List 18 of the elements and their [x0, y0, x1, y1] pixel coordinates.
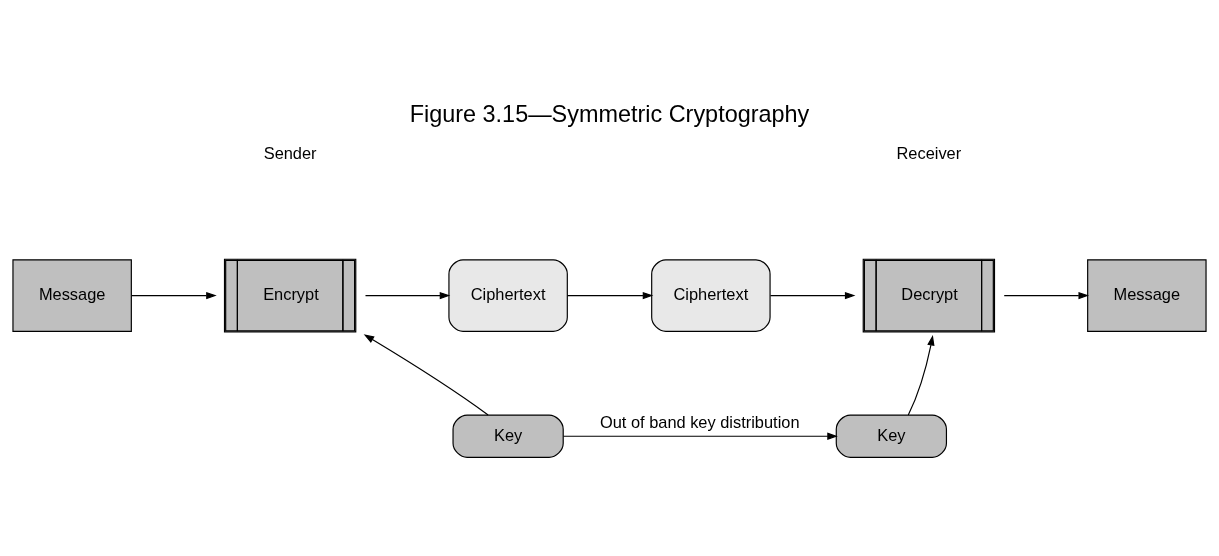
label: Sender: [263, 144, 317, 163]
node-box: Ciphertext: [448, 259, 568, 332]
arrow: [769, 291, 856, 300]
edge-label: Out of band key distribution: [599, 413, 800, 432]
arrow: [1003, 291, 1089, 300]
arrow: [364, 291, 451, 300]
arrow: [566, 291, 654, 300]
node-box: Message: [12, 259, 132, 332]
arrow: [131, 291, 217, 300]
node-box: Key: [452, 414, 564, 458]
label: Receiver: [896, 144, 962, 163]
node-box: Ciphertext: [651, 259, 771, 332]
node-box: Message: [1087, 259, 1207, 332]
diagram-title: Figure 3.15—Symmetric Cryptography: [409, 101, 810, 128]
arrow: [363, 334, 489, 416]
arrow: [907, 335, 935, 416]
node-box: Key: [835, 414, 948, 458]
arrow: [562, 432, 838, 440]
